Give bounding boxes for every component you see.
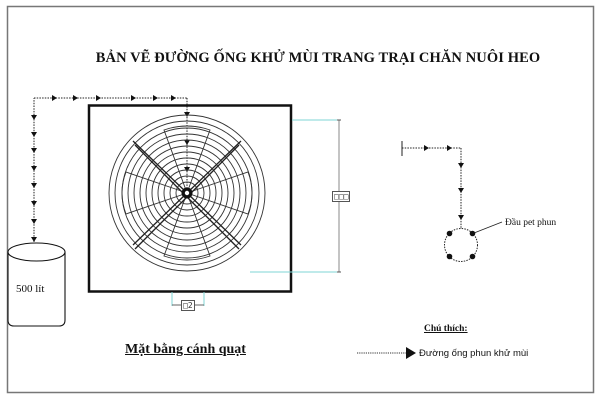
- fan-blades: [121, 125, 253, 261]
- fan-drop-flow-arrows: [184, 112, 190, 172]
- riser-flow-arrows: [31, 115, 37, 242]
- nozzle-pipe-flow-arrows: [424, 145, 464, 220]
- drawing-title: BẢN VẼ ĐƯỜNG ỐNG KHỬ MÙI TRANG TRẠI CHĂN…: [95, 50, 541, 66]
- fan-housing: [87, 104, 293, 293]
- nozzle-label: Đầu pet phun: [505, 218, 557, 228]
- legend-pipe-symbol: [357, 347, 416, 359]
- legend-title: Chú thích:: [424, 324, 468, 334]
- drawing-frame: [6, 5, 595, 394]
- nozzle-leader-line: [473, 221, 503, 234]
- water-tank: [7, 242, 66, 327]
- height-dimension-label: □□□: [332, 191, 351, 202]
- fan-plan-caption: Mặt bằng cánh quạt: [125, 342, 246, 357]
- legend-item-label: Đường ống phun khử mùi: [419, 348, 529, 359]
- nozzle-supply-pipe: [402, 147, 462, 229]
- fan-hub: [181, 187, 193, 199]
- tank-capacity-label: 500 lít: [16, 283, 45, 295]
- top-run-flow-arrows: [52, 95, 176, 101]
- nozzle-heads: [446, 230, 476, 260]
- height-dimension: [250, 119, 341, 273]
- nozzle-ring: [444, 228, 478, 262]
- width-dimension-label: □2: [181, 300, 195, 311]
